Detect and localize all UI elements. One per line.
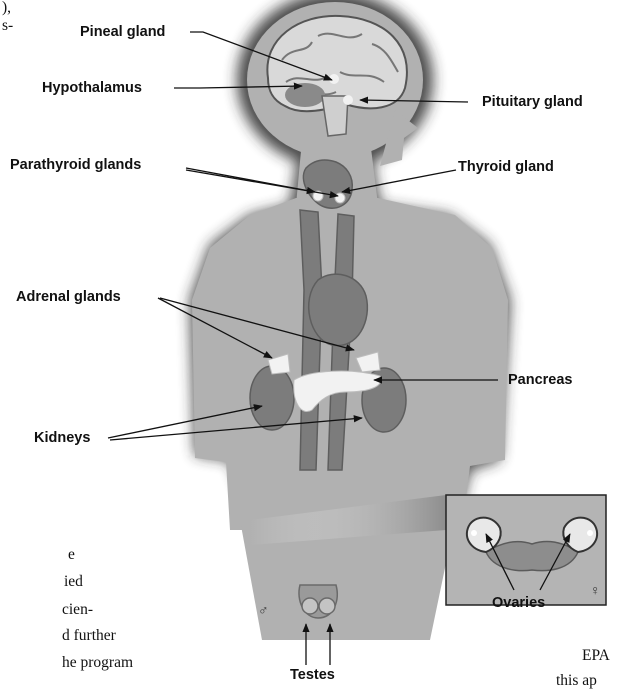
hypothalamus-label: Hypothalamus <box>42 81 142 96</box>
page-text-left-5: he program <box>62 655 133 671</box>
page-text-left-1: e <box>68 547 75 563</box>
page-text-left-4: d further <box>62 628 116 644</box>
page-text-top-1: ), <box>2 0 11 16</box>
pineal-gland-label: Pineal gland <box>80 25 165 40</box>
kidneys-label: Kidneys <box>34 431 90 446</box>
page-text-right-1: EPA <box>582 648 610 664</box>
adrenal-glands-label: Adrenal glands <box>16 290 121 305</box>
page-text-left-2: ied <box>64 574 83 590</box>
pituitary-gland-label: Pituitary gland <box>482 95 583 110</box>
ovaries-inset <box>446 495 606 605</box>
parathyroid-glands-label: Parathyroid glands <box>10 158 141 173</box>
pancreas-label: Pancreas <box>508 373 573 388</box>
page-text-top-2: s- <box>2 18 13 34</box>
female-symbol: ♀ <box>590 583 601 597</box>
page-text-left-3: cien- <box>62 602 93 618</box>
ovaries-label: Ovaries <box>492 596 545 611</box>
male-symbol: ♂ <box>258 603 269 617</box>
testes-label: Testes <box>290 668 335 683</box>
page-text-right-2: this ap <box>556 673 597 689</box>
parathyroid-dot-2 <box>335 193 345 203</box>
thyroid-gland-label: Thyroid gland <box>458 160 554 175</box>
